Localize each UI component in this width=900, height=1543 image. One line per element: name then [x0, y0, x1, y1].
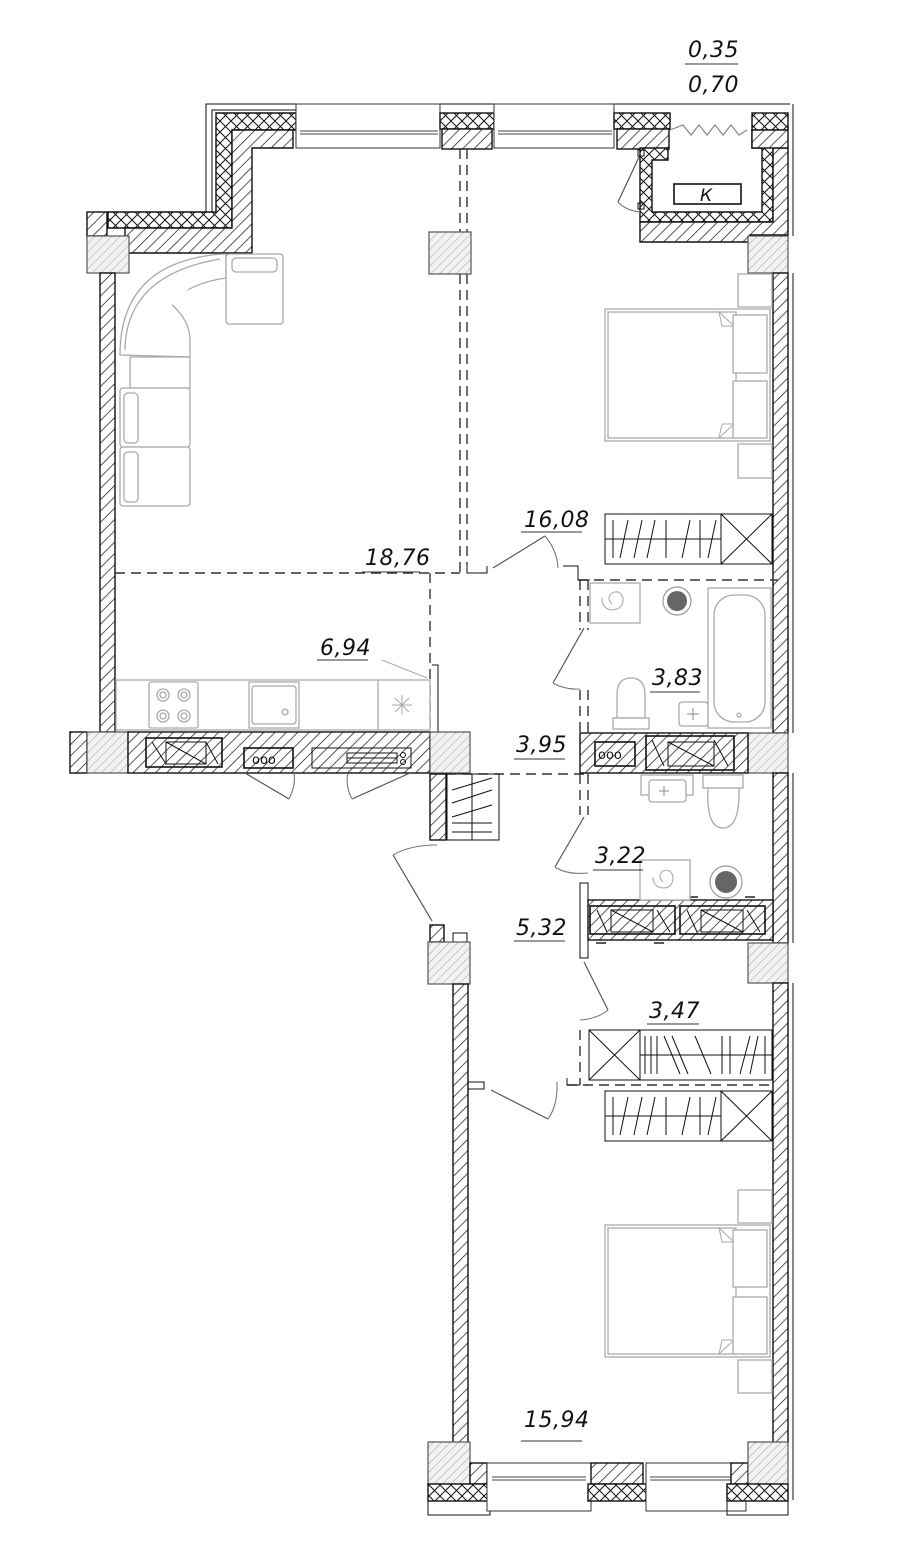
wardrobe-2	[604, 1090, 773, 1142]
room-area-bedroom-2: 15,94	[524, 1408, 589, 1433]
balcony-area-label: 0,35 0,70	[685, 38, 739, 98]
top-facade-wall: К	[86, 103, 794, 274]
room-area-hallway: 3,95	[516, 733, 567, 758]
balcony-area-top: 0,35	[688, 38, 739, 63]
kitchen-counter	[115, 659, 431, 731]
right-wall	[747, 272, 794, 1500]
bath-wall: ooo	[579, 732, 749, 774]
wc-wall	[587, 896, 774, 944]
bed-1	[604, 273, 773, 479]
room-area-bathroom: 3,83	[652, 666, 703, 691]
room-area-toilet: 3,22	[595, 844, 646, 869]
room-area-entrance: 5,32	[516, 916, 567, 941]
wc-fixtures	[639, 774, 744, 901]
bottom-facade-wall	[427, 1441, 789, 1516]
wardrobe-1	[604, 513, 773, 565]
corner-sofa	[119, 253, 284, 507]
svg-text:ooo: ooo	[252, 753, 276, 768]
room-area-bedroom-1: 16,08	[524, 508, 589, 533]
wardrobe-corridor-units	[588, 1029, 773, 1081]
ac-unit: К	[673, 183, 742, 206]
room-labels: 18,76 16,08 6,94 3,83 3,95 3,22 5,32 3,4…	[317, 508, 703, 1442]
kitchen-wall: ooo	[127, 731, 471, 800]
entrance-area	[392, 535, 609, 1444]
svg-text:ooo: ooo	[598, 748, 622, 763]
left-wall	[69, 272, 129, 774]
room-area-living: 18,76	[365, 546, 430, 571]
room-area-kitchen: 6,94	[320, 636, 371, 661]
svg-text:К: К	[700, 186, 713, 206]
bathroom-fixtures	[589, 582, 772, 730]
bed-2	[604, 1189, 773, 1394]
room-area-wardrobe-corridor: 3,47	[649, 999, 700, 1024]
balcony-area-bottom: 0,70	[688, 73, 739, 98]
